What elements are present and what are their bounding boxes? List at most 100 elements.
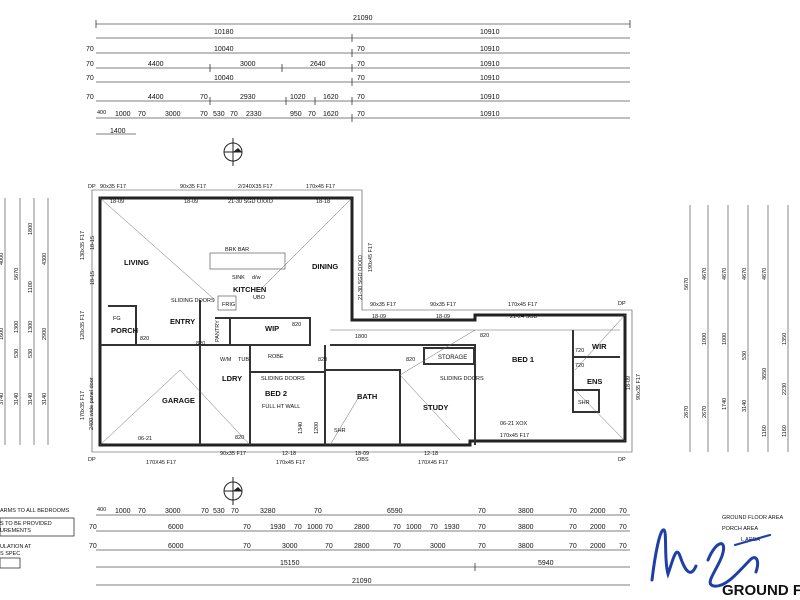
right-dim-label: 1160 — [762, 425, 768, 437]
left-dim-label: 1300 — [14, 321, 20, 333]
top-dim-label: 2330 — [246, 111, 262, 118]
bottom-dim-label: 70 — [430, 524, 438, 531]
left-dim-label: 1100 — [28, 281, 34, 293]
top-dim-label: 70 — [86, 94, 94, 101]
room-bath: BATH — [357, 392, 377, 401]
right-dim-label: 4670 — [702, 268, 708, 280]
left-dim-label: 3140 — [42, 393, 48, 405]
bottom-dim-label: 3000 — [430, 543, 446, 550]
door-size-label: 820 — [480, 333, 489, 339]
window-label: 90x35 F17 — [636, 374, 642, 400]
downpipe-label: DP — [618, 457, 626, 463]
window-label: 18-09 — [184, 199, 198, 205]
right-dim-label: 3650 — [762, 368, 768, 380]
top-dim-label: 4400 — [148, 61, 164, 68]
window-label: 18-09 — [355, 451, 369, 457]
window-label: 21-24 SGD — [510, 314, 538, 320]
right-dim-label: 4670 — [722, 268, 728, 280]
pantry-label: PANTRY — [215, 320, 221, 342]
top-dim-label: 70 — [86, 61, 94, 68]
top-dim-label: 10040 — [214, 75, 234, 82]
sliding-doors-label: SLIDING DOORS — [171, 298, 215, 304]
right-dim-label: 3140 — [742, 400, 748, 412]
window-label: 1340 — [298, 422, 304, 434]
left-dim-label: 3140 — [14, 393, 20, 405]
door-size-label: 820 — [406, 357, 415, 363]
top-dim-label: 70 — [200, 111, 208, 118]
bottom-dim-label: 70 — [478, 508, 486, 515]
top-dim-label: 1620 — [323, 94, 339, 101]
bottom-dim-label: 70 — [569, 543, 577, 550]
bottom-dim-label: 1000 — [406, 524, 422, 531]
right-dim-label: 1350 — [782, 333, 788, 345]
door-size-label: 720 — [575, 348, 584, 354]
window-label: 170x45 F17 — [276, 460, 305, 466]
right-dim-label: 1000 — [702, 333, 708, 345]
bottom-dim-label: 3000 — [282, 543, 298, 550]
sink-label: SINK — [232, 275, 245, 281]
top-dim-label: 10040 — [214, 46, 234, 53]
bottom-dim-label: 1000 — [115, 508, 131, 515]
bottom-dim-label: 1000 — [307, 524, 323, 531]
bottom-dim-label: 70 — [325, 524, 333, 531]
bottom-dim-label: 70 — [619, 543, 627, 550]
room-ens: ENS — [587, 377, 602, 386]
sliding-doors-label: SLIDING DOORS — [440, 376, 484, 382]
room-ldry: LDRY — [222, 374, 242, 383]
door-size-label: 720 — [575, 363, 584, 369]
bottom-dim-label: 3800 — [518, 524, 534, 531]
window-label: 170X45 F17 — [418, 460, 448, 466]
window-label: 90x35 F17 — [370, 302, 396, 308]
window-label: 170x35 F17 — [80, 391, 86, 420]
top-dim-label: 1400 — [110, 128, 126, 135]
bottom-dim-label: 3800 — [518, 508, 534, 515]
bottom-dim-label: 70 — [89, 543, 97, 550]
window-label: 21-30 SGD OXXO — [358, 254, 364, 300]
bottom-dim-label: 70 — [478, 543, 486, 550]
door-size-label: 820 — [235, 435, 244, 441]
left-dim-label: 1300 — [28, 321, 34, 333]
note-line: ARMS TO ALL BEDROOMS — [0, 508, 70, 514]
top-dim-label: 2930 — [240, 94, 256, 101]
top-dim-label: 10910 — [480, 111, 500, 118]
note-line: S TO BE PROVIDED — [0, 521, 52, 527]
obs-label: OBS — [357, 457, 369, 463]
room-entry: ENTRY — [170, 317, 195, 326]
shower-label: SHR — [334, 428, 346, 434]
right-dim-label: 1740 — [722, 398, 728, 410]
bottom-dim-label: 70 — [325, 543, 333, 550]
top-dim-label: 1000 — [115, 111, 131, 118]
bottom-dim-label: 70 — [478, 524, 486, 531]
top-dim-label: 70 — [200, 94, 208, 101]
downpipe-label: DP — [88, 184, 96, 190]
top-dim-label: 400 — [97, 110, 106, 116]
top-dim-label: 70 — [357, 61, 365, 68]
room-living: LIVING — [124, 258, 149, 267]
bottom-dim-label: 3000 — [165, 508, 181, 515]
top-dim-label: 10180 — [214, 29, 234, 36]
bottom-dim-label: 1930 — [270, 524, 286, 531]
window-label: 1800 — [355, 334, 367, 340]
top-dim-label: 10910 — [480, 29, 500, 36]
note-line: UREMENTS — [0, 528, 31, 534]
bottom-dim-label: 400 — [97, 507, 106, 513]
roof-hip-lines — [99, 197, 626, 446]
bottom-dim-label: 15150 — [280, 560, 300, 567]
room-bed2: BED 2 — [265, 389, 287, 398]
top-dim-label: 70 — [86, 46, 94, 53]
left-dim-label: 4000 — [0, 253, 5, 265]
bottom-dim-label: 70 — [294, 524, 302, 531]
window-label: 18-09 — [626, 376, 632, 390]
room-wip: WIP — [265, 324, 279, 333]
left-dim-label: 3140 — [28, 393, 34, 405]
left-dim-label: 3740 — [0, 393, 5, 405]
right-dim-label: 4670 — [742, 268, 748, 280]
bottom-dim-label: 70 — [393, 524, 401, 531]
bottom-dim-label: 21090 — [352, 578, 372, 585]
right-dim-label: 2230 — [782, 383, 788, 395]
top-dim-label: 70 — [357, 94, 365, 101]
room-garage: GARAGE — [162, 396, 195, 405]
left-dim-label: 1800 — [28, 223, 34, 235]
bottom-dim-label: 2000 — [590, 524, 606, 531]
